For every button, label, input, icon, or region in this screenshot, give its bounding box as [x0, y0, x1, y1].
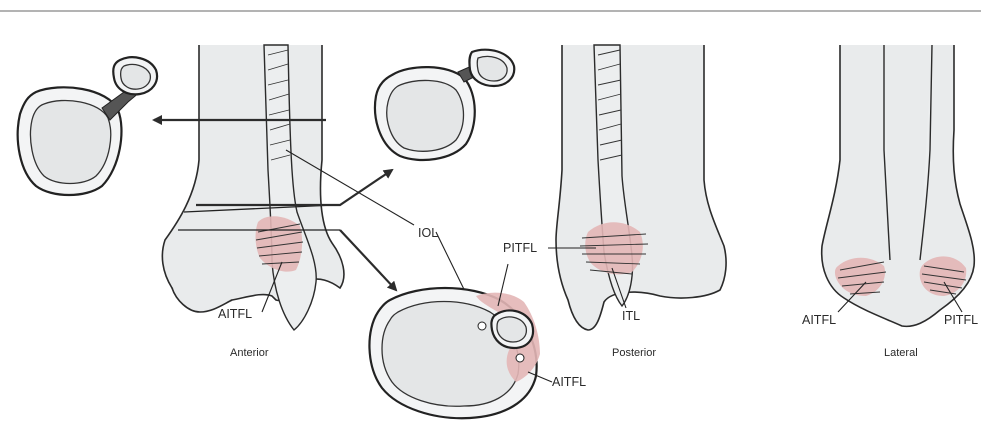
- cross-section-upper-left: [18, 57, 157, 195]
- posterior-view: PITFL ITL Posterior: [503, 45, 726, 359]
- posterior-itl-label: ITL: [622, 309, 640, 323]
- posterior-view-label: Posterior: [612, 347, 656, 359]
- lateral-view-label: Lateral: [884, 347, 918, 359]
- arrow-lower-section: [340, 230, 396, 290]
- lateral-view: AITFL PITFL Lateral: [802, 45, 978, 359]
- posterior-pitfl-label: PITFL: [503, 241, 537, 255]
- anterior-view-label: Anterior: [230, 347, 269, 359]
- cross-section-lower: AITFL: [369, 264, 586, 418]
- lateral-pitfl-label: PITFL: [944, 313, 978, 327]
- cross-section-middle: [375, 50, 514, 160]
- anterior-aitfl-label: AITFL: [218, 307, 252, 321]
- anterior-tibia: [162, 45, 344, 302]
- anterior-view: AITFL Anterior: [154, 45, 396, 359]
- lateral-aitfl-label: AITFL: [802, 313, 836, 327]
- iol-label: IOL: [418, 226, 438, 240]
- posterior-tibia: [556, 45, 726, 330]
- cross-section-aitfl-label: AITFL: [552, 375, 586, 389]
